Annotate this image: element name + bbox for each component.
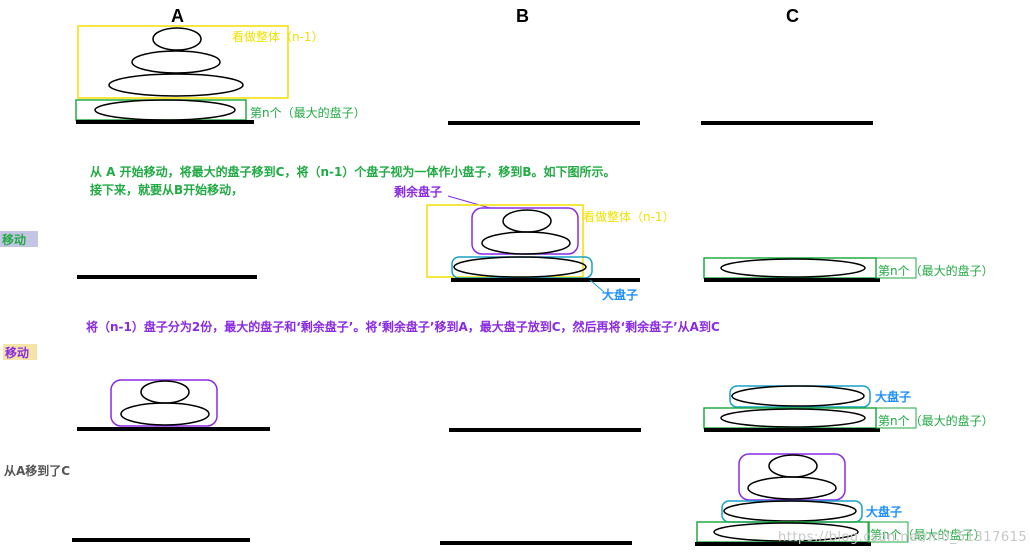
- largest-disk-box: [76, 100, 246, 120]
- largest-disk-box: [704, 258, 876, 278]
- row1-peg-a: 看做整体（n-1） 第n个（最大的盘子）: [76, 26, 366, 124]
- row4-peg-a-base: [72, 538, 250, 542]
- remaining-label: 剩余盘子: [394, 184, 442, 199]
- big-disk: [454, 257, 586, 277]
- big-disk: [724, 501, 856, 521]
- peg-base: [77, 427, 270, 431]
- big-plate-label: 大盘子: [602, 287, 638, 302]
- nth-label: 第n个（最大的盘子）: [250, 105, 366, 120]
- row2-peg-c: 第n个（最大的盘子）: [704, 258, 994, 282]
- row4-peg-b-base: [440, 541, 632, 545]
- whole-label: 看做整体（n-1）: [583, 209, 675, 224]
- big-disk: [732, 386, 864, 406]
- disk: [503, 210, 551, 232]
- big-plate-label: 大盘子: [875, 389, 911, 404]
- disk: [769, 455, 817, 477]
- row2-peg-a-base: [77, 275, 257, 279]
- peg-label-a: A: [171, 6, 184, 26]
- peg-base: [76, 120, 254, 124]
- step-tag-2: 移动: [5, 345, 29, 360]
- largest-disk-box: [704, 408, 876, 428]
- watermark: https://blog.csdn.net/m0_51317615: [778, 530, 1027, 545]
- step-tag-1: 移动: [2, 232, 26, 247]
- disk: [109, 74, 243, 96]
- row3-peg-c: 大盘子 第n个（最大的盘子）: [704, 386, 994, 432]
- row3-peg-b-base: [449, 428, 641, 432]
- disk: [121, 403, 209, 425]
- largest-disk: [721, 259, 865, 277]
- nth-label: 第n个（最大的盘子）: [878, 263, 994, 278]
- row1-peg-c-base: [701, 121, 873, 125]
- row3-peg-a: [77, 380, 270, 431]
- disk: [153, 28, 201, 50]
- disk: [482, 232, 570, 254]
- disk: [132, 51, 220, 73]
- step-tag-3: 从A移到了C: [4, 463, 70, 478]
- peg-base: [451, 278, 640, 282]
- disk: [141, 381, 189, 403]
- peg-label-c: C: [786, 6, 799, 26]
- big-plate-label: 大盘子: [866, 504, 902, 519]
- largest-disk: [95, 100, 235, 120]
- peg-base: [704, 428, 880, 432]
- paragraph-2: 将（n-1）盘子分为2份，最大的盘子和‘剩余盘子’。将‘剩余盘子’移到A，最大盘…: [86, 319, 720, 334]
- disk: [748, 477, 836, 499]
- remaining-pointer: [448, 196, 490, 208]
- paragraph-1-line-2: 接下来，就要从B开始移动，: [90, 182, 243, 197]
- peg-label-b: B: [516, 6, 529, 26]
- whole-label: 看做整体（n-1）: [232, 29, 324, 44]
- remaining-group-box: [472, 208, 578, 254]
- nth-label: 第n个（最大的盘子）: [878, 413, 994, 428]
- row1-peg-b-base: [448, 121, 640, 125]
- row2-peg-b: 剩余盘子 看做整体（n-1） 大盘子: [394, 184, 675, 302]
- paragraph-1-line-1: 从 A 开始移动，将最大的盘子移到C，将（n-1）个盘子视为一体作小盘子，移到B…: [90, 164, 615, 179]
- largest-disk: [721, 409, 865, 427]
- peg-base: [704, 278, 880, 282]
